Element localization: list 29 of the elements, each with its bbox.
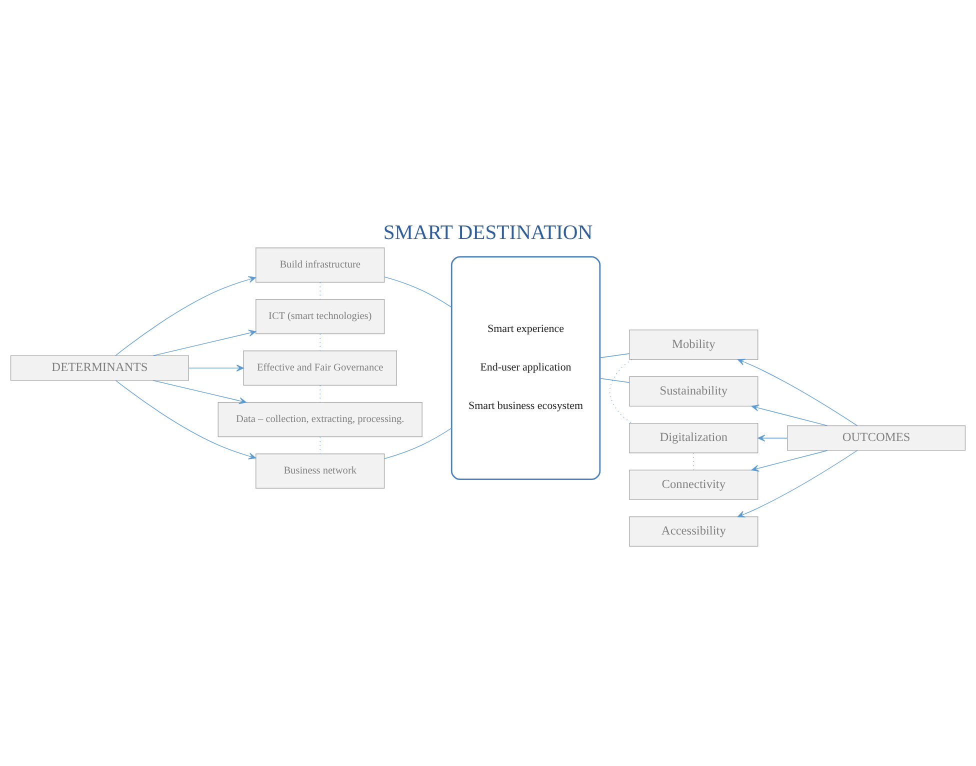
connector: [609, 359, 632, 424]
node-box: Digitalization: [629, 423, 758, 454]
arrow: [152, 380, 247, 404]
node-box: DETERMINANTS: [10, 355, 189, 381]
node-box: Accessibility: [629, 516, 758, 547]
node-box: OUTCOMES: [787, 425, 966, 451]
arrow: [152, 330, 256, 356]
arrow: [115, 276, 256, 356]
connector: [600, 353, 630, 358]
node-box: Connectivity: [629, 470, 758, 500]
node-box: Data – collection, extracting, processing.: [218, 402, 422, 438]
arrow: [738, 358, 858, 426]
connector: [600, 378, 630, 383]
arrow: [758, 434, 788, 442]
node-box: Business network: [256, 454, 385, 489]
node-box: Build infrastructure: [256, 248, 385, 283]
arrow: [738, 450, 858, 518]
node-box: Mobility: [629, 330, 758, 360]
arrow: [188, 364, 244, 372]
node-box: Sustainability: [629, 376, 758, 407]
arrow: [115, 380, 256, 460]
diagram-title: SMART DESTINATION: [383, 222, 593, 244]
arrow: [751, 404, 828, 426]
connector: [384, 428, 452, 460]
connector: [384, 276, 452, 308]
node-box: Effective and Fair Governance: [243, 350, 398, 386]
node-box: Smart experience End-user application Smart business ecosystem: [450, 256, 601, 480]
node-box: ICT (smart technologies): [256, 299, 385, 334]
arrow: [751, 450, 828, 472]
